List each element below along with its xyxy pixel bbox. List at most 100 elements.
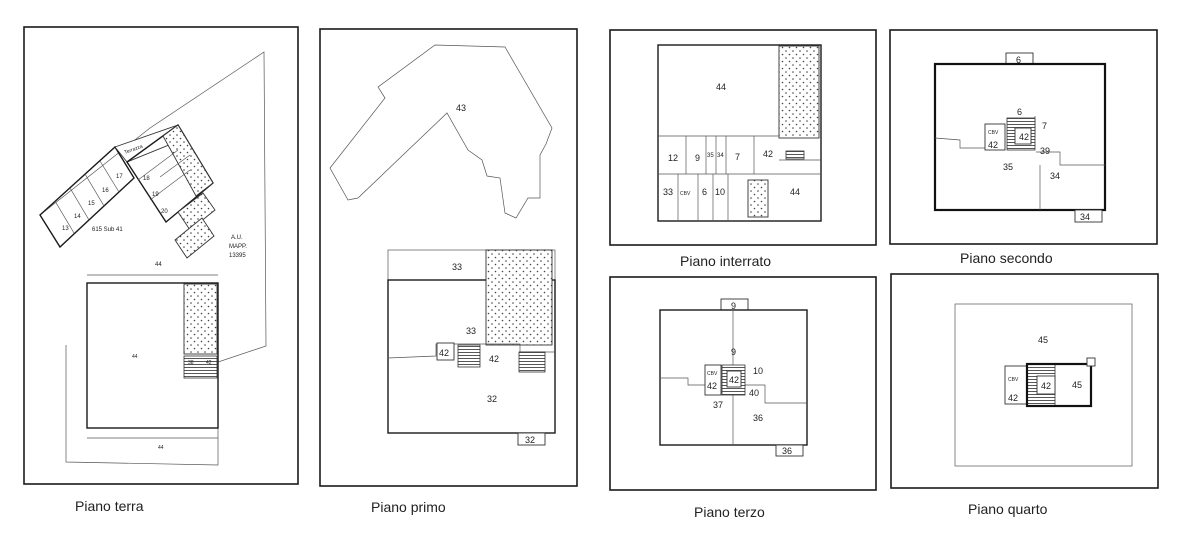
area-label: 44 (132, 354, 138, 360)
room-label: 13 (62, 226, 69, 232)
room-label: 36 (782, 446, 792, 456)
row-building (39, 145, 135, 249)
room-label: 7 (735, 152, 740, 162)
room-box (984, 123, 1006, 151)
dotted-court (778, 45, 820, 139)
room-label: 19 (152, 192, 159, 198)
room-label: CBV (707, 371, 718, 377)
vent-box (1086, 357, 1096, 367)
stair-core (518, 351, 546, 373)
room-label: 45 (1072, 380, 1082, 390)
room-label: 36 (753, 413, 763, 423)
room-label: 44 (716, 82, 726, 92)
room-label: 6 (702, 187, 707, 197)
room-label: 9 (695, 153, 700, 163)
caption-piano-interrato: Piano interrato (680, 253, 771, 269)
tab-34 (1074, 209, 1103, 223)
room-box (704, 364, 722, 396)
room-label: CBV (680, 191, 691, 197)
sub-label: 615 Sub 41 (92, 227, 123, 233)
room-label: 42 (1019, 132, 1029, 142)
main-building (657, 44, 822, 222)
tab-36 (775, 444, 804, 457)
mapp-number: 13395 (229, 253, 246, 259)
mapp-label: MAPP. (229, 244, 247, 250)
room-label: 7 (1042, 121, 1047, 131)
main-building (86, 282, 219, 429)
lift-box (1014, 127, 1032, 145)
room-label: 42 (206, 360, 212, 366)
room-label: 18 (143, 176, 150, 182)
room-label: 10 (753, 366, 763, 376)
room-label: 15 (88, 201, 95, 207)
room-label: 35 (1003, 162, 1013, 172)
room-label: 34 (1080, 212, 1090, 222)
room-label: 9 (731, 301, 736, 311)
main-building (659, 309, 808, 446)
stair-box (436, 342, 455, 361)
au-label: A.U. (231, 235, 243, 241)
panel-piano-terzo: 9 9 CBV 42 42 10 40 37 36 36 Piano terzo (609, 276, 877, 520)
room-label: 6 (1017, 107, 1022, 117)
caption-piano-terra: Piano terra (75, 498, 144, 514)
room-label: 37 (713, 400, 723, 410)
panel-piano-interrato: 44 12 9 35 34 7 42 33 CBV 6 10 44 Piano … (609, 29, 877, 269)
dotted-court-main (183, 283, 218, 355)
caption-piano-quarto: Piano quarto (968, 501, 1048, 517)
dotted-court (485, 249, 553, 346)
caption-piano-secondo: Piano secondo (960, 250, 1053, 266)
wing-43-outline (329, 44, 553, 219)
room-label: 35 (707, 153, 714, 159)
stair-core (183, 355, 218, 379)
room-label: 6 (1016, 55, 1021, 65)
room-label: 17 (116, 174, 123, 180)
room-label: 43 (456, 103, 466, 113)
area-label: 44 (158, 445, 164, 451)
area-label: 44 (155, 262, 162, 268)
room-label: 16 (102, 188, 109, 194)
room-label: 12 (668, 153, 678, 163)
stair-core (457, 344, 481, 368)
room-label: 32 (525, 435, 535, 445)
main-building (387, 279, 556, 434)
room-label: 42 (1008, 393, 1018, 403)
caption-piano-terzo: Piano terzo (694, 504, 765, 520)
dotted-court-small (747, 179, 769, 218)
panel-frame (609, 29, 877, 246)
lift-box (1036, 375, 1056, 395)
room-label: 39 (1040, 146, 1050, 156)
panel-piano-secondo: 6 6 CBV 42 42 7 39 35 34 34 Piano second… (889, 29, 1158, 266)
annex-box-lower (174, 217, 215, 259)
room-label: 32 (487, 394, 497, 404)
room-label: 33 (452, 262, 462, 272)
room-label: 38 (188, 360, 194, 366)
room-label: 9 (731, 347, 736, 357)
room-label: 40 (749, 388, 759, 398)
site-boundary (39, 51, 267, 466)
room-label: 14 (74, 214, 81, 220)
room-label: CBV (988, 130, 999, 136)
room-label: 33 (466, 326, 476, 336)
room-label: 20 (161, 209, 168, 215)
penthouse-block (1025, 362, 1093, 408)
room-label: 33 (663, 187, 673, 197)
panel-piano-terra: 13 14 15 16 17 18 19 20 Terrazza 615 Sub… (23, 26, 299, 514)
panel-piano-primo: 43 33 33 42 42 32 32 Piano primo (319, 28, 578, 515)
stair-core (785, 150, 805, 160)
room-label: 34 (1050, 171, 1060, 181)
tab-32 (517, 432, 546, 446)
annex-box-upper (177, 192, 216, 231)
room-label: 42 (763, 149, 773, 159)
room-label: 42 (489, 354, 499, 364)
panel-frame (23, 26, 299, 485)
caption-piano-primo: Piano primo (371, 499, 446, 515)
panel-piano-quarto: 45 CBV 42 42 45 Piano quarto (890, 273, 1159, 517)
room-label: 44 (790, 187, 800, 197)
dotted-courtyard (162, 124, 214, 197)
room-label: 42 (439, 348, 449, 358)
room-label: 42 (729, 375, 739, 385)
room-label: 34 (717, 153, 724, 159)
roof-outline (954, 303, 1133, 467)
room-label: 42 (1041, 381, 1051, 391)
